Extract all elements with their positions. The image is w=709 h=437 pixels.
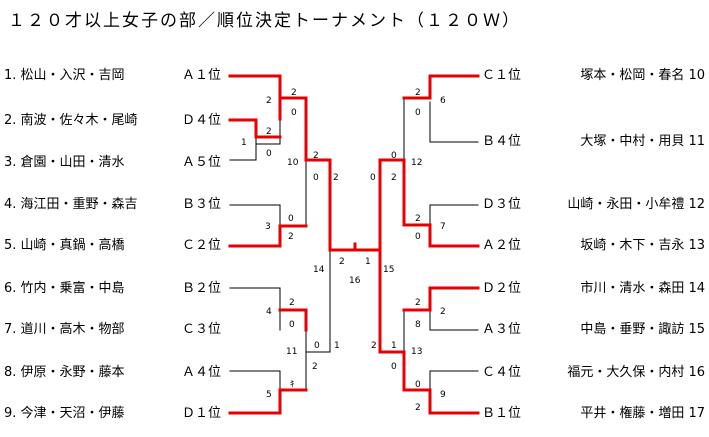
score-label: 3 [265, 222, 271, 232]
score-label: 0 [288, 214, 294, 224]
score-label: 0 [289, 320, 295, 330]
left-seed-2: Ｄ４位 [182, 113, 222, 128]
score-label: 2 [266, 127, 272, 137]
right-seed-15: Ａ３位 [482, 322, 522, 337]
score-label: 2 [415, 298, 421, 308]
score-label: 1 [391, 341, 397, 351]
score-label: 13 [411, 347, 423, 357]
right-team-13: 坂崎・木下・吉永 13 [580, 238, 705, 253]
left-team-6: 6. 竹内・乗富・中島 [4, 281, 125, 296]
right-team-17: 平井・権藤・増田 17 [580, 406, 705, 421]
right-team-15: 中島・垂野・諏訪 15 [580, 322, 705, 337]
score-label: 8 [415, 320, 421, 330]
left-seed-5: Ｃ２位 [182, 238, 222, 253]
score-label: 0 [314, 341, 320, 351]
score-label: 12 [411, 158, 423, 168]
left-team-3: 3. 倉園・山田・清水 [4, 155, 125, 170]
left-seed-1: Ａ１位 [182, 68, 222, 83]
score-label: 5 [266, 390, 272, 400]
score-label: 0 [415, 232, 421, 242]
right-seed-16: Ｃ４位 [482, 365, 522, 380]
page-title: １２０才以上女子の部／順位決定トーナメント（１２０Ｗ） [8, 11, 521, 31]
right-seed-13: Ａ２位 [482, 238, 522, 253]
score-label: 15 [383, 265, 395, 275]
left-team-4: 4. 海江田・重野・森吉 [4, 197, 138, 212]
right-seed-17: Ｂ１位 [482, 406, 522, 421]
right-team-14: 市川・清水・森田 14 [580, 281, 705, 296]
score-label: 4 [266, 307, 272, 317]
right-team-16: 福元・大久保・内村 16 [567, 365, 705, 380]
score-label: 2 [415, 214, 421, 224]
score-label: 0 [391, 151, 397, 161]
score-label: 6 [440, 96, 446, 106]
score-label: 2 [391, 173, 397, 183]
right-seed-11: Ｂ４位 [482, 134, 522, 149]
right-lines-red [353, 74, 480, 415]
score-label: 2 [415, 403, 421, 413]
score-label: 0 [313, 173, 319, 183]
score-label: 0 [391, 362, 397, 372]
left-seed-8: Ａ４位 [182, 365, 222, 380]
left-team-8: 8. 伊原・永野・藤本 [4, 365, 125, 380]
score-label: 0 [415, 108, 421, 118]
score-label: 0 [266, 149, 272, 159]
score-label: 11 [286, 347, 298, 357]
score-label: 10 [287, 158, 299, 168]
score-label: 1 [241, 138, 247, 148]
score-label: 9 [440, 390, 446, 400]
score-label: 2 [339, 257, 345, 267]
score-label: 7 [440, 222, 446, 232]
right-team-10: 塚本・松岡・春名 10 [580, 68, 705, 83]
right-seed-12: Ｄ３位 [482, 197, 522, 212]
left-lines-red [228, 74, 357, 415]
left-team-7: 7. 道川・高木・物部 [4, 322, 125, 337]
score-label: 0 [370, 173, 376, 183]
left-team-9: 9. 今津・天沼・伊藤 [4, 406, 125, 421]
left-team-1: 1. 松山・入沢・吉岡 [4, 68, 125, 83]
score-label: 2 [440, 307, 446, 317]
score-label: 1 [365, 257, 371, 267]
score-label: 2 [266, 96, 272, 106]
left-seed-9: Ｄ１位 [182, 406, 222, 421]
right-team-11: 大塚・中村・用貝 11 [580, 134, 705, 149]
score-label: 2 [313, 151, 319, 161]
score-label: 2 [333, 173, 339, 183]
score-label: 14 [313, 265, 325, 275]
score-label: 2 [291, 88, 297, 98]
score-label: 2 [289, 298, 295, 308]
left-seed-6: Ｂ２位 [182, 281, 222, 296]
score-label: 2 [415, 88, 421, 98]
score-label: 2 [288, 232, 294, 242]
score-label: ｷ [290, 380, 295, 390]
score-label: 0 [291, 108, 297, 118]
left-seed-3: Ａ５位 [182, 155, 222, 170]
score-label: 1 [334, 341, 340, 351]
right-seed-14: Ｄ２位 [482, 281, 522, 296]
score-label: 16 [349, 276, 361, 286]
score-label: 0 [415, 380, 421, 390]
left-seed-7: Ｃ３位 [182, 322, 222, 337]
score-label: 2 [371, 341, 377, 351]
left-lines-black [229, 118, 331, 391]
right-seed-10: Ｃ１位 [482, 68, 522, 83]
score-label: 2 [312, 362, 318, 372]
left-team-5: 5. 山崎・真鍋・高橋 [4, 238, 125, 253]
left-seed-4: Ｂ３位 [182, 197, 222, 212]
left-team-2: 2. 南波・佐々木・尾崎 [4, 113, 138, 128]
right-team-12: 山崎・永田・小牟禮 12 [567, 197, 705, 212]
